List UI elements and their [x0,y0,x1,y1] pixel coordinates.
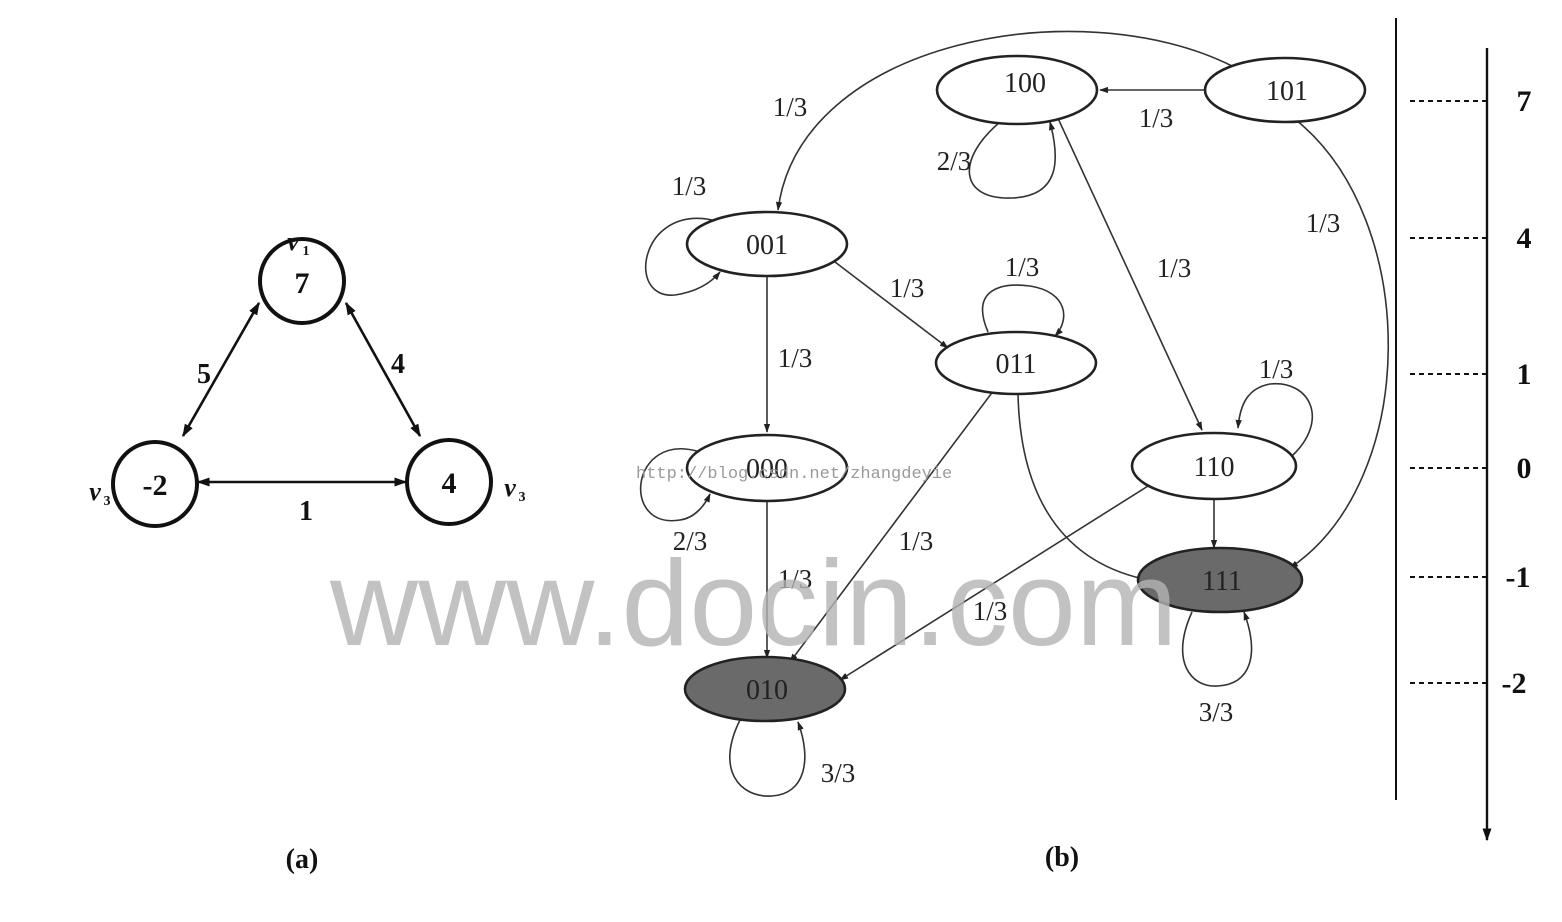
prob-110-self: 1/3 [1259,354,1294,384]
state-node-111-label: 111 [1202,566,1242,597]
edge-100-self [968,121,1057,199]
edge-000-self [639,448,711,522]
prob-100-self: 2/3 [937,146,972,176]
node-v1-label-sub: 1 [303,244,310,259]
prob-100-110: 1/3 [1157,253,1192,283]
state-node-001-label: 001 [746,230,788,261]
state-node-111: 111 [1136,546,1304,614]
node-v2-label: v [89,477,101,506]
edge-011-111 [1017,393,1149,582]
prob-110-010: 1/3 [973,596,1008,626]
edge-101-111 [1289,119,1389,569]
panel-a: 7 v 1 -2 v 3 4 v 3 5 4 1 (a) [89,227,525,875]
level-label-1: 1 [1517,358,1532,391]
node-v3-label: v [504,473,516,502]
state-node-010-label: 010 [746,675,788,706]
level-label-neg1: -1 [1506,561,1531,594]
state-node-011-label: 011 [996,349,1037,380]
level-label-0: 0 [1517,452,1532,485]
edge-001-self [644,217,721,296]
state-node-100-label: 100 [1004,68,1046,99]
prob-000-010: 1/3 [778,564,813,594]
state-node-010: 010 [683,655,847,723]
state-node-000: 000 [685,433,849,503]
prob-010-self: 3/3 [821,758,856,788]
edge-011-010 [789,389,995,663]
energy-axis: 7 4 1 0 -1 -2 [1395,18,1532,842]
state-node-100: 100 [935,54,1099,126]
weight-v1-v2: 5 [197,359,211,390]
level-label-neg2: -2 [1502,667,1527,700]
docin-watermark: www.docin.com [329,535,1178,671]
prob-001-011: 1/3 [890,273,925,303]
prob-000-self: 2/3 [673,526,708,556]
prob-101-100: 1/3 [1139,103,1174,133]
node-v2-value: -2 [143,469,168,502]
edge-100-110 [1055,113,1203,431]
edge-110-010 [839,485,1149,681]
state-node-011: 011 [934,330,1098,396]
prob-101-001: 1/3 [773,92,808,122]
prob-001-000: 1/3 [778,343,813,373]
weight-v2-v3: 1 [299,496,313,527]
prob-111-self: 3/3 [1199,697,1234,727]
level-label-7: 7 [1517,85,1532,118]
level-label-4: 4 [1517,222,1532,255]
edge-110-self [1235,383,1313,457]
prob-011-self: 1/3 [1005,252,1040,282]
edge-v1-v2 [181,301,261,438]
panel-b: 100 101 001 011 000 110 111 010 [639,30,1389,873]
edge-001-011 [834,261,949,349]
node-v2: -2 v 3 [89,440,199,528]
prob-101-111: 1/3 [1306,208,1341,238]
edge-010-self [729,719,806,797]
caption-b: (b) [1045,842,1079,873]
weight-v1-v3: 4 [391,349,405,380]
caption-a: (a) [286,844,319,875]
node-v1-value: 7 [295,267,310,300]
node-v3-value: 4 [442,467,457,500]
edge-111-self [1181,611,1253,687]
prob-001-self: 1/3 [672,171,707,201]
edge-101-001 [775,30,1233,211]
edge-011-self [981,284,1065,337]
state-node-110-label: 110 [1194,452,1235,483]
state-node-101: 101 [1203,56,1367,124]
state-node-110: 110 [1130,431,1298,501]
node-v3-label-sub: 3 [519,490,526,505]
node-v2-label-sub: 3 [104,494,111,509]
state-node-101-label: 101 [1266,76,1308,107]
node-v1-label: v [287,227,299,256]
edge-v1-v3 [344,301,422,438]
state-node-000-label: 000 [746,454,788,485]
prob-011-010: 1/3 [899,526,934,556]
url-watermark: http://blog.csdn.net/zhangdeyie [636,465,952,484]
state-node-001: 001 [685,210,849,278]
node-v3: 4 v 3 [405,438,526,526]
node-v1: 7 v 1 [258,227,346,325]
